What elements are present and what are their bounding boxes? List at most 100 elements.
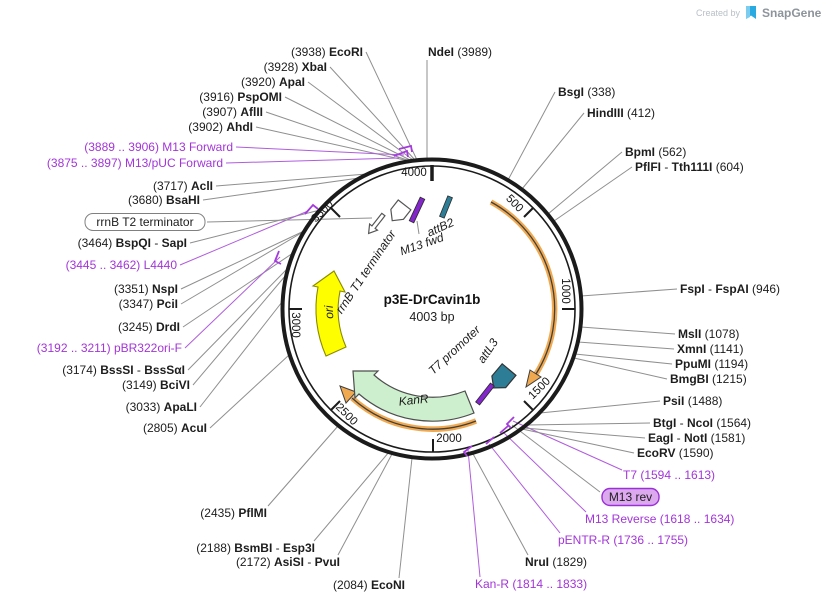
leader-line-xmni	[577, 341, 675, 350]
leader-line-eagi-noti	[523, 427, 646, 439]
site-label-apai[interactable]: (3920) ApaI	[241, 75, 305, 89]
site-label-ecori[interactable]: (3938) EcoRI	[291, 45, 363, 59]
site-label-ahdi[interactable]: (3902) AhdI	[188, 120, 253, 134]
site-label-psii[interactable]: PsiI (1488)	[663, 394, 722, 408]
site-label-bsgi[interactable]: BsgI (338)	[558, 85, 615, 99]
leader-line-btgi-ncoi	[526, 422, 651, 426]
rrnb-t1-terminator-arrow[interactable]	[386, 199, 412, 226]
m13-rev-boxed-label[interactable]: M13 rev	[601, 487, 660, 507]
site-label-drdi[interactable]: (3245) DrdI	[118, 320, 180, 334]
site-label-apali[interactable]: (3033) ApaLI	[126, 400, 197, 414]
ori-feature-arrow[interactable]	[311, 270, 347, 357]
primer-site-markers	[273, 144, 515, 457]
site-label-kan-r[interactable]: Kan-R (1814 .. 1833)	[475, 577, 587, 591]
site-label-acli[interactable]: (3717) AclI	[153, 179, 213, 193]
kanr-feature-arrow[interactable]	[352, 370, 475, 422]
t7-site-marker	[505, 416, 515, 429]
leader-line-pflmi	[267, 425, 339, 507]
site-label-m13-reverse[interactable]: M13 Reverse (1618 .. 1634)	[585, 512, 734, 526]
site-label-aflii[interactable]: (3907) AflII	[202, 105, 263, 119]
site-label-bmgbi[interactable]: BmgBI (1215)	[670, 372, 747, 386]
m13-fwd-connector-line	[416, 220, 420, 235]
attb2-marker[interactable]	[439, 195, 453, 219]
t7-promoter-label[interactable]: T7 promoter	[426, 322, 484, 377]
site-label-pspomi[interactable]: (3916) PspOMI	[199, 90, 282, 104]
leader-line-bsahi	[202, 177, 360, 201]
site-label-econi[interactable]: (2084) EcoNI	[333, 578, 405, 592]
site-label-btgi-ncoi[interactable]: BtgI - NcoI (1564)	[653, 416, 751, 430]
rrnb-t2-terminator-arrow[interactable]	[365, 211, 388, 236]
site-label-pflfi-tth111i[interactable]: PflFI - Tth111I (604)	[635, 160, 744, 174]
m13-fwd-primer-marker[interactable]	[408, 196, 426, 224]
tick-label-1000: 1000	[559, 278, 571, 304]
site-label-ndei[interactable]: NdeI (3989)	[428, 45, 492, 59]
site-label-bspqi-sapi[interactable]: (3464) BspQI - SapI	[78, 236, 187, 250]
site-label-pbr322ori-f[interactable]: (3192 .. 3211) pBR322ori-F	[37, 341, 182, 355]
leader-line-m13-forward	[235, 146, 405, 156]
tick-1500	[523, 400, 534, 411]
site-label-ppumi[interactable]: PpuMI (1194)	[675, 357, 748, 371]
orf-arc-insert-centerline	[490, 201, 556, 375]
tick-500	[523, 207, 534, 218]
ori-label[interactable]: ori	[322, 305, 336, 319]
watermark-brand: SnapGene	[762, 6, 822, 20]
leader-line-asisi-pvui	[337, 453, 393, 556]
site-label-m13-forward[interactable]: (3889 .. 3906) M13 Forward	[84, 140, 233, 154]
t7-promoter-marker[interactable]	[475, 382, 495, 406]
l4440-site-marker	[304, 203, 319, 215]
leader-line-pflfi-tth111i	[553, 166, 633, 222]
kanr-label[interactable]: KanR	[398, 391, 430, 408]
tick-label-3500: 3500	[309, 198, 336, 225]
site-label-acui[interactable]: (2805) AcuI	[143, 421, 207, 435]
site-label-nrui[interactable]: NruI (1829)	[525, 555, 587, 569]
svg-text:rrnB T2 terminator: rrnB T2 terminator	[96, 215, 193, 229]
attl3-label[interactable]: attL3	[474, 336, 501, 366]
site-label-pentr-r[interactable]: pENTR-R (1736 .. 1755)	[558, 533, 688, 547]
leader-line-m13-reverse	[502, 431, 587, 513]
site-label-xbai[interactable]: (3928) XbaI	[264, 60, 327, 74]
site-label-msli[interactable]: MslI (1078)	[678, 327, 739, 341]
site-label-m13-puc-forward[interactable]: (3875 .. 3897) M13/pUC Forward	[47, 156, 223, 170]
orf-arc-insert-arrowhead	[525, 369, 542, 389]
leader-line-acui	[209, 354, 290, 429]
site-label-hindiii[interactable]: HindIII (412)	[587, 106, 655, 120]
site-label-bpmi[interactable]: BpmI (562)	[625, 145, 686, 159]
tick-3500	[330, 207, 341, 218]
watermark-created-by: Created by	[696, 8, 741, 18]
leader-line-apai	[307, 81, 414, 161]
site-label-pflmi[interactable]: (2435) PflMI	[200, 506, 267, 520]
leader-line-bcivi	[192, 274, 287, 386]
leader-line-bpmi	[547, 151, 623, 215]
snapgene-logo-icon	[746, 6, 756, 19]
site-label-l4440[interactable]: (3445 .. 3462) L4440	[66, 258, 178, 272]
site-label-bsahi[interactable]: (3680) BsaHI	[128, 193, 200, 207]
site-label-asisi-pvui[interactable]: (2172) AsiSI - PvuI	[236, 555, 340, 569]
site-label-eagi-noti[interactable]: EagI - NotI (1581)	[648, 431, 745, 445]
site-label-pcii[interactable]: (3347) PciI	[119, 297, 178, 311]
site-label-xmni[interactable]: XmnI (1141)	[677, 342, 743, 356]
rrnb-t2-terminator-boxed-label[interactable]: rrnB T2 terminator	[84, 213, 206, 231]
site-label-nspi[interactable]: (3351) NspI	[114, 282, 178, 296]
site-label-bsmbi-esp3i[interactable]: (2188) BsmBI - Esp3I	[196, 541, 315, 555]
site-label-bcivi[interactable]: (3149) BciVI	[122, 378, 190, 392]
site-label-ecorv[interactable]: EcoRV (1590)	[637, 446, 714, 460]
m13-puc-forward-site-marker	[393, 149, 409, 158]
leader-line-ahdi	[255, 126, 410, 162]
orf-arc-kanr-arrowhead	[339, 385, 357, 404]
leader-line-nspi	[180, 230, 305, 290]
site-label-t7[interactable]: T7 (1594 .. 1613)	[623, 468, 715, 482]
attl3-arrow[interactable]	[487, 362, 517, 394]
site-label-fspi-fspai[interactable]: FspI - FspAI (946)	[680, 282, 780, 296]
leader-line-bsmbi-esp3i	[313, 451, 390, 542]
leader-line-acli	[215, 173, 368, 187]
leader-line-pspomi	[284, 96, 413, 162]
tick-label-3000: 3000	[289, 312, 301, 338]
leader-line-bsgi	[507, 91, 556, 181]
site-label-bsssi-bsssai[interactable]: (3174) BssSI - BssSαI	[62, 363, 185, 377]
m13-reverse-site-marker	[499, 425, 509, 434]
leader-line-ppumi	[574, 353, 673, 365]
leader-line-aflii	[265, 111, 411, 162]
leader-line-fspi-fspai	[580, 288, 678, 297]
